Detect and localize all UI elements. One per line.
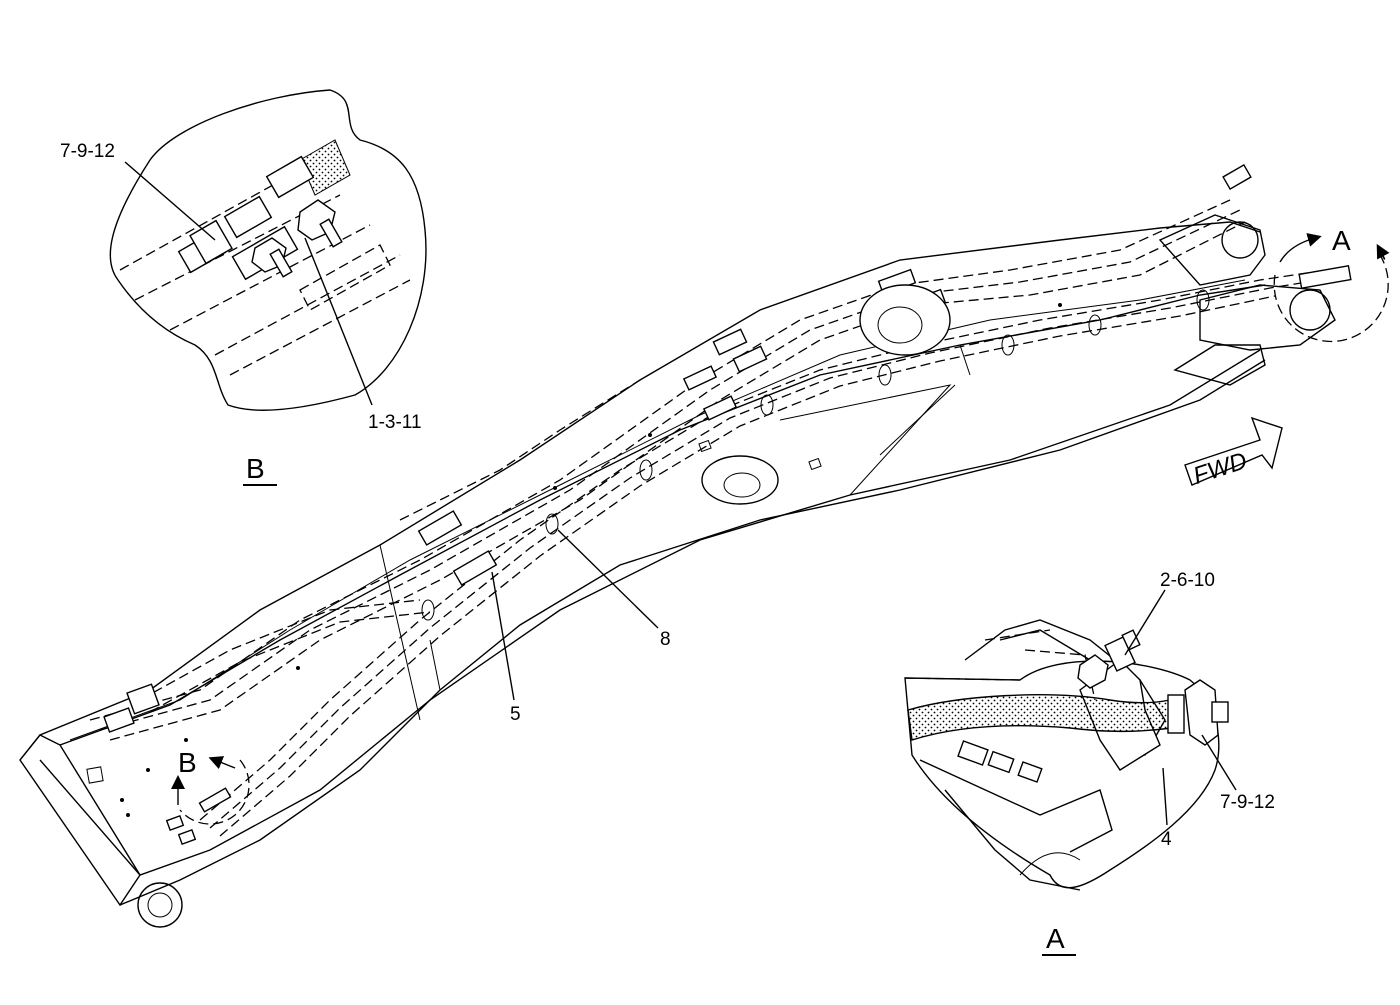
boom-side-lower: [39, 349, 1261, 876]
detail-b-callout-7-9-12: 7-9-12: [60, 141, 115, 162]
detail-circle-a: A: [1273, 225, 1390, 343]
cylinder-boss: [701, 455, 779, 505]
detail-a-callout-4: 4: [1161, 829, 1172, 850]
detail-a-title: A: [1046, 923, 1065, 954]
detail-a-callout-2-6-10: 2-6-10: [1160, 570, 1215, 591]
boom-top-edge: [19, 221, 1261, 761]
boom-body: [19, 214, 1336, 928]
boom-foot-cap: [19, 734, 141, 907]
boom-side-upper: [59, 284, 1266, 746]
boom-nose-lower: [1199, 284, 1336, 351]
fwd-direction-arrow: FWD: [1184, 416, 1283, 490]
hose-fittings: [103, 163, 1352, 733]
svg-text:5: 5: [510, 704, 521, 725]
callout-8: 8: [557, 529, 671, 650]
boom-foot-pin: [137, 882, 183, 928]
detail-a-callout-7-9-12: 7-9-12: [1220, 792, 1275, 813]
boom-top-plate: [69, 279, 1246, 741]
boom-bottom-edge: [119, 359, 1266, 906]
view-marker-a: A: [1332, 225, 1351, 256]
fwd-label: FWD: [1190, 447, 1250, 490]
boom-nose-pin-lower: [1289, 289, 1331, 331]
hose-clamps: [421, 289, 1210, 621]
detail-a-outline: [904, 660, 1220, 889]
boom-nose-pin-upper: [1221, 221, 1259, 259]
callout-5: 5: [491, 571, 521, 725]
detail-b-callout-1-3-11: 1-3-11: [368, 412, 422, 433]
svg-text:8: 8: [660, 629, 671, 650]
detail-view-a: 2-6-10 7-9-12 4 A: [904, 570, 1275, 956]
detail-view-b: 7-9-12 1-3-11 B: [60, 89, 427, 486]
view-marker-b: B: [178, 747, 197, 778]
detail-b-title: B: [246, 453, 265, 484]
detail-b-outline: [109, 89, 427, 411]
boom-cylinder-end: [859, 284, 951, 356]
detail-circle-b: B: [165, 747, 250, 845]
boom-nose: [1158, 214, 1266, 286]
